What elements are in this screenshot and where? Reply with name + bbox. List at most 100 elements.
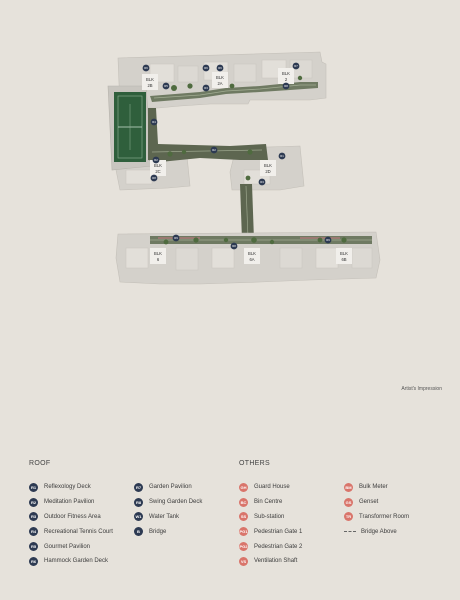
block-label-2b-line1: BLK — [146, 77, 154, 82]
facility-code-badge: GS — [344, 497, 353, 507]
facility-code-badge: R2 — [29, 497, 38, 507]
map-marker[interactable]: R4 — [150, 118, 158, 126]
block-label-2-line1: BLK — [282, 71, 290, 76]
facility-code-badge: B — [134, 527, 143, 537]
map-marker[interactable]: R2 — [152, 156, 160, 164]
svg-text:R5: R5 — [164, 84, 168, 88]
svg-text:R7: R7 — [294, 64, 298, 68]
svg-text:R9: R9 — [326, 238, 330, 242]
block-label-6b-line2: 6B — [341, 257, 346, 262]
block-label-2c-line2: 2C — [155, 169, 160, 174]
svg-text:R6: R6 — [204, 66, 208, 70]
block-label-2d-line1: BLK — [264, 163, 272, 168]
facility-code-badge: BC — [239, 497, 248, 507]
facility-code-badge: R5 — [29, 542, 38, 552]
map-marker[interactable]: R6 — [202, 64, 210, 72]
map-marker[interactable]: R6 — [142, 64, 150, 72]
map-marker[interactable]: R8 — [150, 174, 158, 182]
block-label-2b-line2: 2B — [147, 83, 152, 88]
map-marker[interactable]: R8 — [282, 82, 290, 90]
facility-code-badge: R7 — [134, 482, 143, 492]
legend-heading-roof: ROOF — [29, 460, 51, 467]
site-plan-map: BLK 2B BLK 2A BLK 2 BLK 2C BLK 2D BLK 6 … — [107, 51, 381, 285]
legend-heading-others: OTHERS — [239, 460, 270, 467]
facility-code-badge: PG1 — [239, 527, 248, 537]
svg-text:R6: R6 — [218, 66, 222, 70]
svg-text:R2: R2 — [212, 148, 216, 152]
facility-code-badge: W1 — [134, 512, 143, 522]
svg-text:R3: R3 — [204, 86, 208, 90]
artists-impression-caption: Artist's Impression — [401, 386, 442, 392]
tennis-court — [107, 85, 153, 171]
facility-code-badge: R1 — [29, 482, 38, 492]
facility-code-badge: PG2 — [239, 542, 248, 552]
facility-code-badge: GH — [239, 482, 248, 492]
facility-code-badge: VS — [239, 556, 248, 566]
facility-code-badge: R8 — [134, 497, 143, 507]
map-marker[interactable]: R1 — [278, 152, 286, 160]
map-marker[interactable]: R5 — [162, 82, 170, 90]
svg-text:R9: R9 — [174, 236, 178, 240]
block-label-6-line1: BLK — [154, 251, 162, 256]
svg-text:R3: R3 — [260, 180, 264, 184]
map-marker[interactable]: R9 — [172, 234, 180, 242]
facility-code-badge: R3 — [29, 512, 38, 522]
bridge-above-dashed-icon — [344, 531, 356, 533]
svg-text:R4: R4 — [152, 120, 156, 124]
map-marker[interactable]: R7 — [292, 62, 300, 70]
facility-code-badge: R6 — [29, 556, 38, 566]
map-marker[interactable]: R3 — [258, 178, 266, 186]
map-marker[interactable]: R9 — [324, 236, 332, 244]
block-label-2-line2: 2 — [285, 77, 288, 82]
map-marker[interactable]: R3 — [202, 84, 210, 92]
facility-markers[interactable]: R6 R5 R6 R6 R4 R3 R7 R8 R2 R2 R1 R8 R3 R… — [142, 62, 332, 250]
block-label-2c-line1: BLK — [154, 163, 162, 168]
svg-text:R1: R1 — [280, 154, 284, 158]
block-label-2d-line2: 2D — [265, 169, 270, 174]
block-label-2a-line1: BLK — [216, 75, 224, 80]
facility-code-badge: BM — [344, 482, 353, 492]
block-labels: BLK 2B BLK 2A BLK 2 BLK 2C BLK 2D BLK 6 … — [142, 68, 352, 264]
svg-text:R8: R8 — [284, 84, 288, 88]
map-marker[interactable]: R8 — [230, 242, 238, 250]
svg-text:R8: R8 — [152, 176, 156, 180]
block-label-6b-line1: BLK — [340, 251, 348, 256]
facility-code-badge: R4 — [29, 527, 38, 537]
svg-text:R2: R2 — [154, 158, 158, 162]
facility-code-badge: TR — [344, 512, 353, 522]
block-label-6-line2: 6 — [157, 257, 160, 262]
block-label-6a-line1: BLK — [248, 251, 256, 256]
block-label-6a-line2: 6A — [249, 257, 254, 262]
svg-text:R8: R8 — [232, 244, 236, 248]
map-marker[interactable]: R6 — [216, 64, 224, 72]
svg-text:R6: R6 — [144, 66, 148, 70]
legend-item: Bridge Above — [344, 524, 409, 539]
central-bridge-deck — [148, 108, 268, 162]
map-marker[interactable]: R2 — [210, 146, 218, 154]
facility-code-badge: SS — [239, 512, 248, 522]
